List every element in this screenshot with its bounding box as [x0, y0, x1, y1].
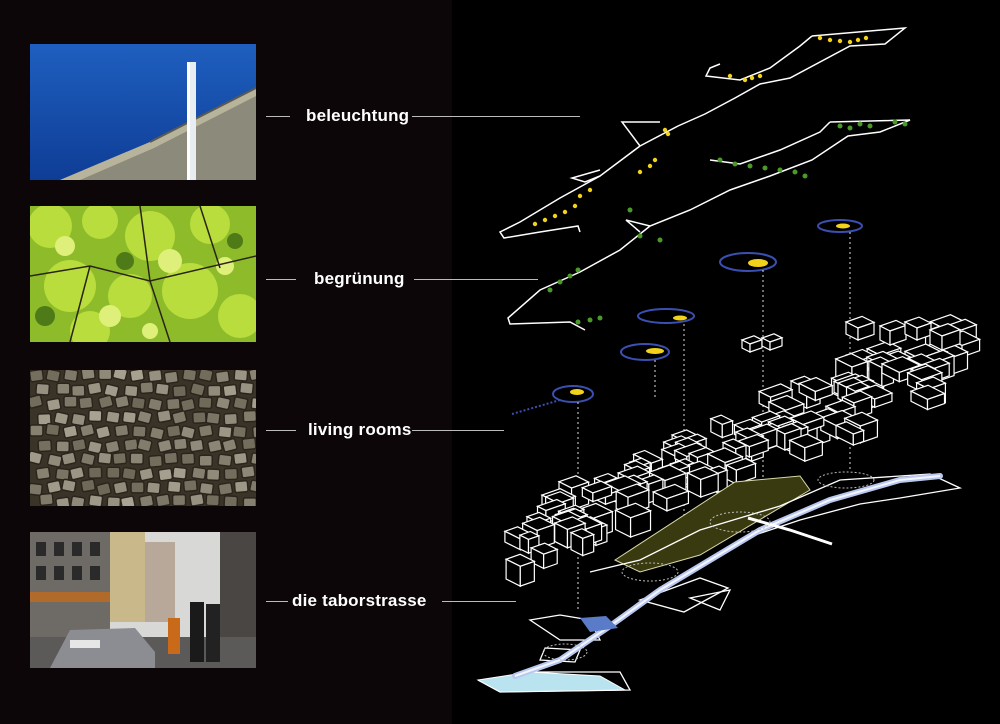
- lighting-layer: [498, 27, 908, 239]
- label-die-taborstrasse: die taborstrasse: [292, 591, 427, 610]
- leader-line-left-light: [266, 116, 290, 117]
- leader-line-right-living: [412, 430, 504, 431]
- living-room-discs: [511, 219, 863, 415]
- leader-line-right-light: [412, 116, 580, 117]
- green-markers: [547, 119, 908, 325]
- leader-line-left-living: [266, 430, 296, 431]
- leader-line-right-street: [442, 601, 516, 602]
- leader-line-left-street: [266, 601, 288, 602]
- leader-line-right-green: [414, 279, 538, 280]
- label-beleuchtung: beleuchtung: [306, 106, 410, 125]
- light-markers: [532, 35, 869, 227]
- label-begruenung: begrünung: [314, 269, 405, 288]
- greenery-layer: [507, 119, 911, 331]
- street-scene-photo: [30, 532, 256, 668]
- light-pole-photo: [30, 44, 256, 180]
- label-living-rooms: living rooms: [308, 420, 412, 439]
- tree-canopy-photo: [30, 206, 256, 342]
- cobblestone-photo: [30, 370, 256, 506]
- building-blocks: [503, 314, 982, 588]
- street-layer: [476, 471, 963, 693]
- leader-line-left-green: [266, 279, 296, 280]
